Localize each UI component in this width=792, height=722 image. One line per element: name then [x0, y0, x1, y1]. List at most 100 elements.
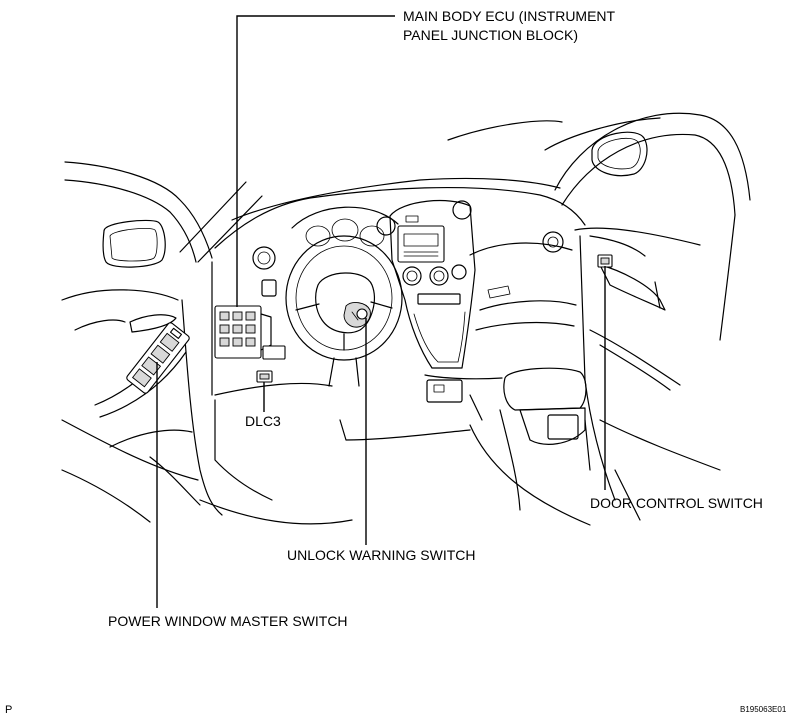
ecu-connector-5 [232, 324, 243, 334]
lower-body-outline [199, 424, 591, 526]
air-vent-center-left [376, 216, 396, 236]
console-left-side [469, 394, 483, 421]
door-control-switch-button [600, 257, 610, 265]
gauge-right [359, 225, 385, 247]
right-door-front-edge [579, 235, 616, 501]
console-rear-side [584, 419, 591, 471]
ecu-connector-7 [219, 337, 230, 347]
radio-buttons [403, 251, 439, 257]
air-vent-right [542, 231, 564, 253]
steering-wheel-spoke-right [370, 301, 393, 309]
ecu-connector-6 [245, 324, 256, 334]
right-door-frame-outer [554, 112, 751, 201]
left-a-pillar-rear [197, 195, 263, 263]
center-stack [389, 199, 476, 369]
dlc3-label: DLC3 [245, 413, 281, 429]
console-upper-edge [424, 374, 503, 380]
right-door-armrest-support [654, 281, 661, 309]
gauge-center [331, 218, 359, 242]
storage-slot [417, 293, 461, 305]
page-marker: P [5, 704, 12, 716]
dashboard-lower-left-edge [214, 382, 333, 396]
right-mirror-housing [591, 131, 648, 177]
left-door-trim-line [61, 469, 151, 523]
air-vent-left-inner [257, 251, 271, 265]
left-mirror-housing [102, 219, 166, 268]
power-window-master-switch [126, 322, 190, 394]
leader-lines [156, 15, 606, 608]
armrest-base [519, 407, 586, 445]
power-window-master-switch-label: POWER WINDOW MASTER SWITCH [108, 613, 348, 629]
lower-outline-right [469, 424, 591, 526]
left-door [61, 161, 223, 523]
left-door-lower-curve [149, 456, 201, 506]
left-a-pillar [179, 181, 263, 263]
right-door-rear-edge [719, 214, 736, 341]
right-side-mirror [591, 131, 648, 177]
main-body-ecu-label-line2: PANEL JUNCTION BLOCK) [403, 27, 578, 43]
left-door-pull-pocket [109, 429, 193, 448]
windshield-base-line [231, 177, 561, 221]
right-door-sill [614, 469, 641, 521]
dlc3-pins [259, 373, 270, 380]
steering-wheel-rim-outer [285, 235, 403, 361]
steering-column-left [328, 357, 335, 387]
main-body-ecu [214, 305, 286, 360]
right-mirror-glass [597, 138, 641, 170]
air-vent-center-right [452, 200, 472, 220]
climate-knob-left-inner [406, 270, 418, 282]
hazard-switch [405, 215, 419, 223]
climate-knob-left [402, 266, 422, 286]
right-door-handle [589, 235, 646, 257]
door-control-switch-label: DOOR CONTROL SWITCH [590, 495, 763, 511]
passenger-dash-lower [479, 300, 577, 311]
center-stack-lower-panel [413, 311, 466, 363]
steering-wheel [285, 235, 403, 387]
passenger-dash-upper [469, 242, 573, 256]
air-vent-right-inner [547, 236, 559, 248]
ecu-connector-1 [219, 311, 230, 321]
radio-display [403, 233, 439, 247]
gauge-left [305, 225, 331, 247]
ecu-mounting-bracket [260, 313, 272, 351]
climate-knob-right [451, 264, 467, 280]
figure-id: B195063E01 [740, 705, 787, 714]
left-a-pillar-front [179, 181, 247, 253]
steering-column-right [355, 357, 360, 387]
ecu-connector-2 [232, 311, 243, 321]
console-right-side [499, 409, 521, 511]
left-mirror-glass [109, 228, 158, 262]
ignition-key-slot [351, 311, 359, 321]
ecu-connector-3 [245, 311, 256, 321]
climate-knob-center-inner [433, 270, 445, 282]
climate-knob-center [429, 266, 449, 286]
right-door-lower-trim [599, 419, 721, 471]
right-door-armrest [599, 264, 666, 311]
right-window-line [544, 117, 661, 151]
right-door-pocket-upper [589, 329, 681, 386]
rear-console-panel [547, 414, 579, 440]
power-window-lock-button [169, 327, 183, 339]
floor-line-center [339, 419, 471, 441]
right-door [544, 112, 751, 521]
armrest [503, 367, 591, 471]
shift-panel [426, 379, 463, 403]
center-console [214, 374, 521, 511]
radio-unit [397, 225, 445, 263]
left-side-mirror [102, 219, 166, 268]
right-door-panel-top [574, 227, 701, 246]
lower-outline-left [199, 499, 353, 525]
left-door-window-frame-inner [64, 179, 197, 263]
dashboard-top-edge [214, 186, 586, 249]
power-window-switch-button-4 [159, 332, 180, 352]
floor-line-left [214, 399, 273, 501]
left-door-speaker-line [74, 319, 126, 331]
steering-wheel-hub [315, 272, 375, 334]
ecu-connector-4 [219, 324, 230, 334]
armrest-lid [503, 367, 587, 411]
left-door-handle [129, 314, 177, 333]
unlock-warning-switch-body [356, 308, 368, 320]
glovebox-latch [487, 285, 511, 299]
